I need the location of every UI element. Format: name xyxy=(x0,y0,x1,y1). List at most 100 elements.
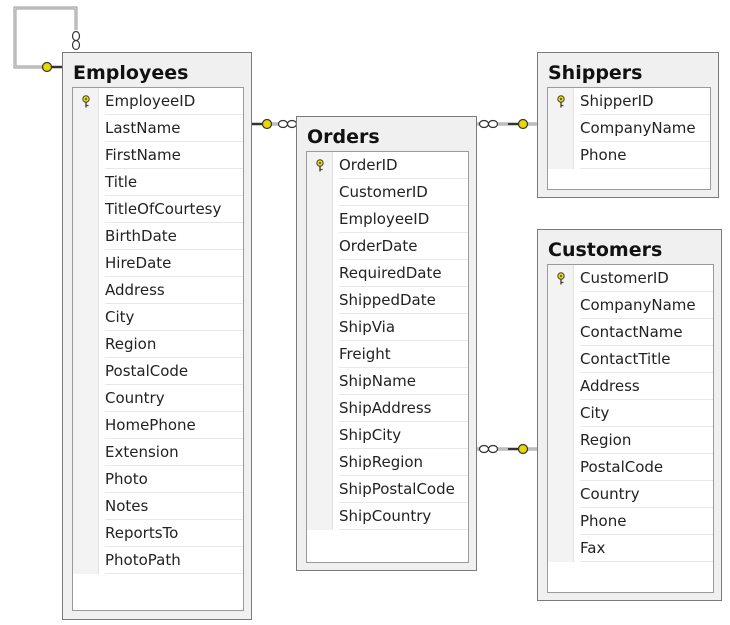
column-row[interactable]: ShipCountry xyxy=(307,503,468,530)
row-selector[interactable] xyxy=(73,520,99,547)
row-selector[interactable] xyxy=(307,395,333,422)
relationship-shippers-orders[interactable] xyxy=(477,118,540,130)
column-row[interactable]: HireDate xyxy=(73,250,243,277)
column-row[interactable]: PostalCode xyxy=(548,454,713,481)
column-row[interactable]: LastName xyxy=(73,115,243,142)
row-selector[interactable] xyxy=(73,493,99,520)
row-selector[interactable] xyxy=(307,503,333,530)
column-row[interactable]: City xyxy=(73,304,243,331)
row-selector[interactable] xyxy=(307,260,333,287)
row-selector[interactable] xyxy=(73,304,99,331)
row-selector[interactable] xyxy=(73,169,99,196)
row-selector[interactable] xyxy=(73,385,99,412)
column-row[interactable]: EmployeeID xyxy=(307,206,468,233)
column-row[interactable]: ShipVia xyxy=(307,314,468,341)
column-row[interactable]: ShippedDate xyxy=(307,287,468,314)
column-row[interactable]: FirstName xyxy=(73,142,243,169)
column-row[interactable]: Country xyxy=(73,385,243,412)
row-selector[interactable] xyxy=(307,449,333,476)
column-row[interactable]: OrderDate xyxy=(307,233,468,260)
column-row[interactable]: EmployeeID xyxy=(73,88,243,115)
column-row[interactable]: ContactName xyxy=(548,319,713,346)
row-selector[interactable] xyxy=(307,152,333,179)
column-row[interactable]: CustomerID xyxy=(548,265,713,292)
row-selector[interactable] xyxy=(548,346,574,373)
column-row[interactable]: ShipPostalCode xyxy=(307,476,468,503)
row-selector[interactable] xyxy=(73,358,99,385)
column-row[interactable]: Region xyxy=(73,331,243,358)
column-row[interactable]: City xyxy=(548,400,713,427)
row-selector[interactable] xyxy=(307,233,333,260)
column-row[interactable]: PhotoPath xyxy=(73,547,243,574)
row-selector[interactable] xyxy=(307,341,333,368)
row-selector[interactable] xyxy=(307,422,333,449)
row-selector[interactable] xyxy=(73,439,99,466)
column-row[interactable]: PostalCode xyxy=(73,358,243,385)
column-row[interactable]: CustomerID xyxy=(307,179,468,206)
column-row[interactable]: CompanyName xyxy=(548,292,713,319)
row-selector[interactable] xyxy=(307,476,333,503)
row-selector[interactable] xyxy=(307,314,333,341)
column-row[interactable]: Freight xyxy=(307,341,468,368)
row-selector[interactable] xyxy=(548,400,574,427)
column-row[interactable]: TitleOfCourtesy xyxy=(73,196,243,223)
row-selector[interactable] xyxy=(73,88,99,115)
row-selector[interactable] xyxy=(73,412,99,439)
row-selector[interactable] xyxy=(73,331,99,358)
row-selector[interactable] xyxy=(73,250,99,277)
column-row[interactable]: ReportsTo xyxy=(73,520,243,547)
column-row[interactable]: ShipName xyxy=(307,368,468,395)
row-selector[interactable] xyxy=(548,115,574,142)
row-selector[interactable] xyxy=(548,265,574,292)
row-selector[interactable] xyxy=(548,88,574,115)
column-row[interactable]: Title xyxy=(73,169,243,196)
row-selector[interactable] xyxy=(307,287,333,314)
relationship-employees-self[interactable] xyxy=(13,6,81,73)
column-row[interactable]: ShipCity xyxy=(307,422,468,449)
row-selector[interactable] xyxy=(73,547,99,574)
row-selector[interactable] xyxy=(548,535,574,562)
column-row[interactable]: OrderID xyxy=(307,152,468,179)
column-row[interactable]: RequiredDate xyxy=(307,260,468,287)
relationship-employees-orders[interactable] xyxy=(252,118,300,130)
column-row[interactable]: Phone xyxy=(548,508,713,535)
row-selector[interactable] xyxy=(73,223,99,250)
column-row[interactable]: ShipperID xyxy=(548,88,710,115)
column-row[interactable]: Address xyxy=(548,373,713,400)
row-selector[interactable] xyxy=(73,466,99,493)
row-selector[interactable] xyxy=(307,368,333,395)
row-selector[interactable] xyxy=(548,508,574,535)
column-row[interactable]: BirthDate xyxy=(73,223,243,250)
row-selector[interactable] xyxy=(548,319,574,346)
column-row[interactable]: HomePhone xyxy=(73,412,243,439)
column-row[interactable]: Country xyxy=(548,481,713,508)
column-row[interactable]: ShipRegion xyxy=(307,449,468,476)
row-selector[interactable] xyxy=(73,115,99,142)
row-selector[interactable] xyxy=(73,277,99,304)
row-selector[interactable] xyxy=(73,142,99,169)
column-row[interactable]: Notes xyxy=(73,493,243,520)
relationship-customers-orders[interactable] xyxy=(477,443,540,455)
row-selector[interactable] xyxy=(307,179,333,206)
column-row[interactable]: Photo xyxy=(73,466,243,493)
row-selector[interactable] xyxy=(548,373,574,400)
column-row[interactable]: Extension xyxy=(73,439,243,466)
column-row[interactable]: ContactTitle xyxy=(548,346,713,373)
column-row[interactable]: CompanyName xyxy=(548,115,710,142)
column-row[interactable]: Region xyxy=(548,427,713,454)
column-row[interactable]: Fax xyxy=(548,535,713,562)
row-selector[interactable] xyxy=(548,481,574,508)
row-selector[interactable] xyxy=(307,206,333,233)
column-row[interactable]: Address xyxy=(73,277,243,304)
row-selector[interactable] xyxy=(548,142,574,169)
column-row[interactable]: ShipAddress xyxy=(307,395,468,422)
column-row[interactable]: Phone xyxy=(548,142,710,169)
row-selector[interactable] xyxy=(548,292,574,319)
row-selector[interactable] xyxy=(73,196,99,223)
row-selector[interactable] xyxy=(548,454,574,481)
row-selector[interactable] xyxy=(548,427,574,454)
